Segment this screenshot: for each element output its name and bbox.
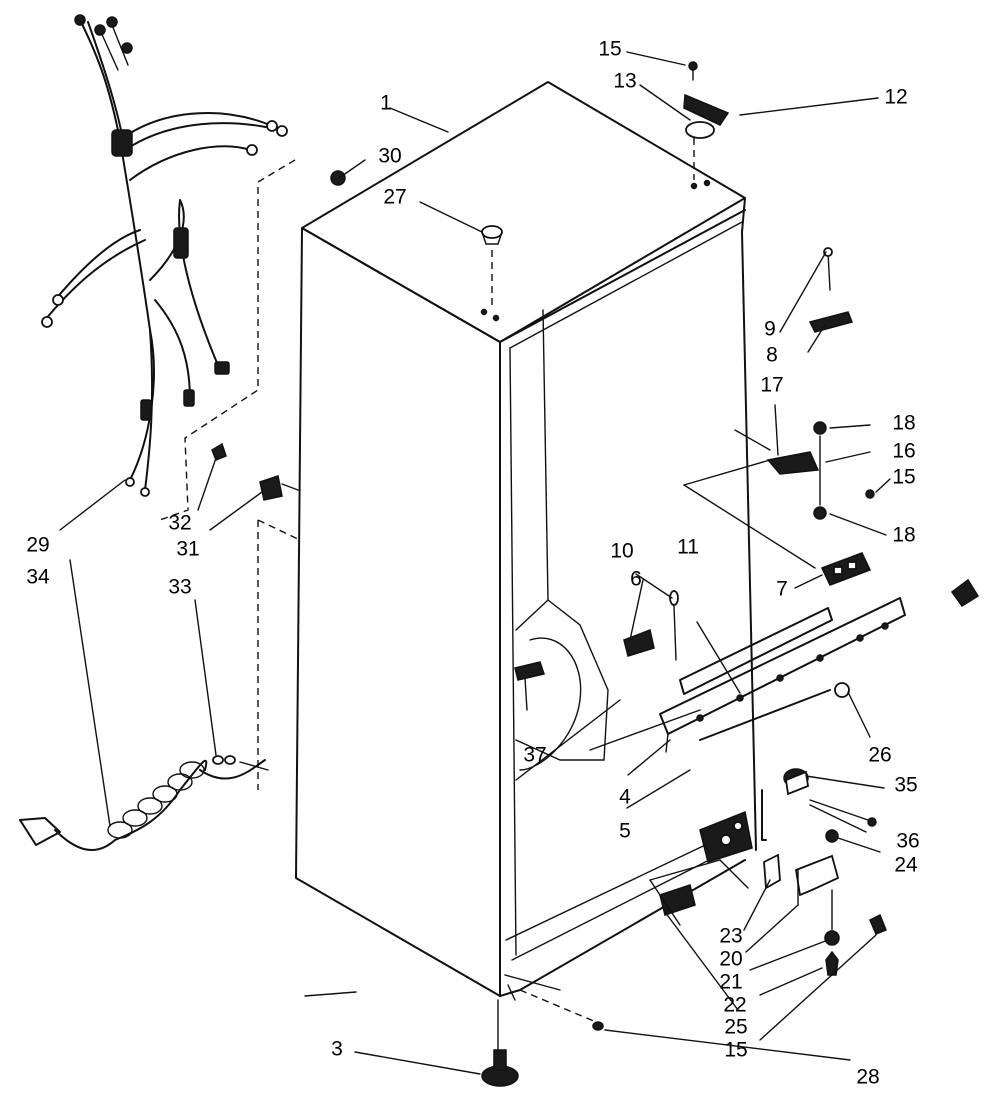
label-12: 12 xyxy=(884,86,907,109)
label-11: 11 xyxy=(677,536,699,559)
harness-boundary xyxy=(159,159,296,521)
label-35: 35 xyxy=(894,774,917,797)
label-29: 29 xyxy=(26,534,49,557)
part-32-screw xyxy=(211,442,227,461)
cord-coil xyxy=(107,761,205,839)
dimension-mark xyxy=(304,991,357,997)
label-21: 21 xyxy=(719,971,742,994)
label-9: 9 xyxy=(764,318,776,341)
label-25: 25 xyxy=(724,1016,747,1039)
label-15-bottom: 15 xyxy=(724,1039,747,1062)
part-26-rod xyxy=(699,682,850,741)
label-15-mid: 15 xyxy=(892,466,915,489)
label-24: 24 xyxy=(894,854,918,877)
label-28: 28 xyxy=(856,1066,879,1089)
label-7: 7 xyxy=(776,578,788,601)
label-22: 22 xyxy=(723,994,746,1017)
label-4: 4 xyxy=(619,786,631,809)
part-33-terminal xyxy=(212,755,269,771)
label-18-lower: 18 xyxy=(892,524,915,547)
label-1: 1 xyxy=(380,92,392,115)
part-31-clip xyxy=(259,475,299,501)
part-30-grommet xyxy=(330,170,346,186)
label-32: 32 xyxy=(168,512,191,535)
part-labels: 1 30 27 15 13 12 9 8 17 18 16 15 18 7 10… xyxy=(26,38,919,1089)
label-3: 3 xyxy=(331,1038,343,1061)
label-31: 31 xyxy=(176,538,199,561)
part-3-leveling-leg xyxy=(481,999,519,1087)
power-cord xyxy=(19,519,301,851)
part-25-grille-clip xyxy=(649,859,749,926)
lower-hinge-assembly xyxy=(699,768,887,976)
label-5: 5 xyxy=(619,820,631,843)
label-17: 17 xyxy=(760,374,783,397)
leader-lines xyxy=(59,51,891,1075)
hinge-pin-assembly xyxy=(808,247,854,333)
label-15-top: 15 xyxy=(598,38,621,61)
wiring-harness xyxy=(41,14,288,497)
label-8: 8 xyxy=(766,344,778,367)
label-33: 33 xyxy=(168,576,191,599)
label-23: 23 xyxy=(719,925,742,948)
label-18-upper: 18 xyxy=(892,412,915,435)
part-10-screw xyxy=(669,590,679,661)
part-27-plug xyxy=(481,225,503,305)
center-hinge-assembly xyxy=(683,421,875,569)
part-37-liner-component xyxy=(514,599,609,771)
label-36: 36 xyxy=(896,830,919,853)
loose-clip xyxy=(950,578,980,608)
label-30: 30 xyxy=(378,145,401,168)
rail-assembly xyxy=(659,597,906,753)
label-26: 26 xyxy=(868,744,891,767)
label-6: 6 xyxy=(630,568,642,591)
top-hinge-assembly xyxy=(683,61,730,180)
label-10: 10 xyxy=(610,540,633,563)
part-28-screw xyxy=(519,989,604,1031)
label-20: 20 xyxy=(719,948,742,971)
part-6-clip xyxy=(623,628,655,657)
label-37: 37 xyxy=(523,744,546,767)
label-27: 27 xyxy=(383,186,406,209)
label-13: 13 xyxy=(613,70,636,93)
label-34: 34 xyxy=(26,566,50,589)
label-16: 16 xyxy=(892,440,915,463)
part-7-bracket xyxy=(820,552,872,586)
